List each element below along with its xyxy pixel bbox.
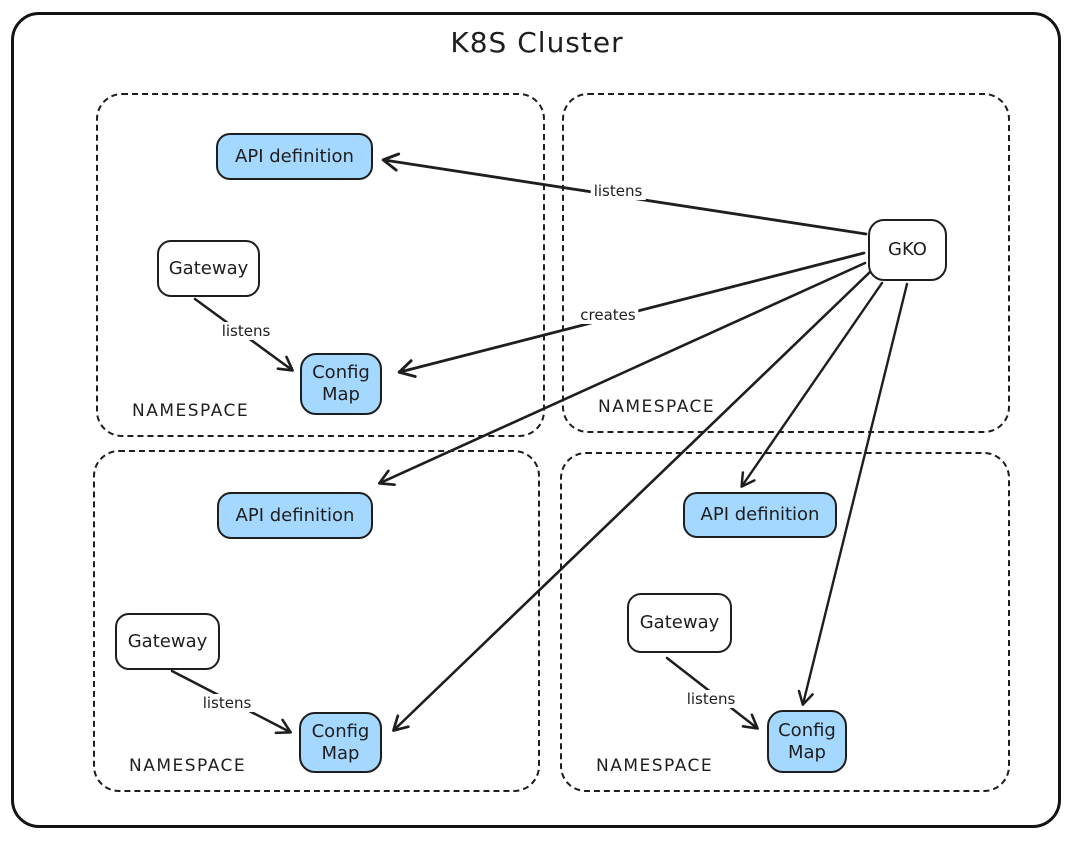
node-api-definition-bottom-right: API definition	[683, 492, 837, 538]
edge-label-gateway-listens-top-left: listens	[218, 322, 274, 340]
node-config-map-bottom-left: Config Map	[299, 712, 382, 773]
namespace-bottom-left: NAMESPACE	[93, 450, 540, 792]
edge-gko-config-map-bottom-right	[797, 282, 909, 706]
namespace-label: NAMESPACE	[129, 756, 247, 776]
edge-label-gko-listens: listens	[590, 182, 646, 200]
edge-gko-api-definition-bottom-left	[377, 261, 867, 487]
namespace-label: NAMESPACE	[132, 401, 250, 421]
namespace-label: NAMESPACE	[598, 397, 716, 417]
namespace-top-left: NAMESPACE	[96, 93, 545, 437]
edge-label-gateway-listens-bottom-left: listens	[199, 694, 255, 712]
node-api-definition-top-left: API definition	[216, 133, 373, 180]
node-gateway-bottom-right: Gateway	[627, 593, 732, 653]
edge-gko-api-definition-bottom-right	[740, 281, 884, 488]
node-gko: GKO	[868, 219, 947, 281]
namespace-label: NAMESPACE	[596, 756, 714, 776]
edge-gko-config-map-bottom-left	[392, 270, 872, 732]
edge-label-gko-creates: creates	[577, 306, 639, 324]
namespace-top-right: NAMESPACE	[562, 93, 1010, 433]
namespace-bottom-right: NAMESPACE	[560, 452, 1010, 792]
node-api-definition-bottom-left: API definition	[217, 492, 373, 539]
node-gateway-bottom-left: Gateway	[115, 613, 220, 670]
node-gateway-top-left: Gateway	[157, 240, 260, 297]
edge-label-gateway-listens-bottom-right: listens	[683, 690, 739, 708]
diagram-title: K8S Cluster	[450, 26, 624, 59]
node-config-map-bottom-right: Config Map	[767, 710, 847, 773]
node-config-map-top-left: Config Map	[300, 353, 382, 415]
